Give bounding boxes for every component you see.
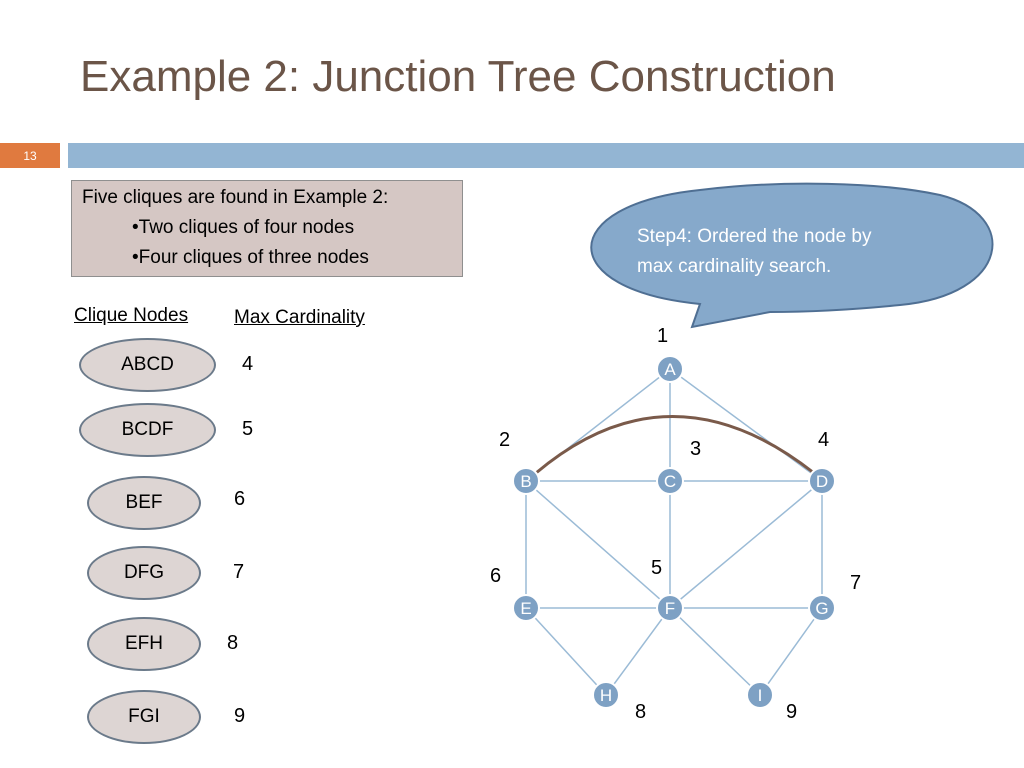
graph-edge-BF — [525, 480, 671, 609]
graph-node-label: D — [816, 472, 828, 491]
cardinality-value: 4 — [242, 353, 254, 375]
note-line: Five cliques are found in Example 2: — [82, 187, 389, 208]
graph-node-H — [592, 681, 620, 709]
clique-node: BEF — [87, 476, 201, 530]
graph-node-F — [656, 594, 684, 622]
cardinality-value: 7 — [233, 561, 245, 583]
max-cardinality-header: Max Cardinality — [234, 307, 365, 328]
graph-node-I — [746, 681, 774, 709]
graph-node-label: B — [520, 472, 531, 491]
graph-node-label: G — [815, 599, 828, 618]
graph-node-A — [656, 355, 684, 383]
callout-text: max cardinality search. — [637, 256, 831, 277]
node-order-label: 1 — [657, 325, 668, 347]
graph-node-label: F — [665, 599, 675, 618]
node-order-label: 5 — [651, 557, 662, 579]
clique-node: BCDF — [79, 403, 216, 457]
highlight-arc — [535, 415, 815, 475]
graph-node-label: I — [758, 686, 763, 705]
graph-node-B — [512, 467, 540, 495]
slide-number: 13 — [0, 143, 60, 168]
cardinality-value: 9 — [234, 705, 246, 727]
graph-node-E — [512, 594, 540, 622]
clique-node: EFH — [87, 617, 201, 671]
graph-node-label: E — [520, 599, 531, 618]
clique-node: FGI — [87, 690, 201, 744]
graph-node-label: H — [600, 686, 612, 705]
graph-node-label: C — [664, 472, 676, 491]
node-order-label: 8 — [635, 701, 646, 723]
graph-node-C — [656, 467, 684, 495]
graph-edge-EH — [525, 607, 607, 696]
callout-text: Step4: Ordered the node by — [637, 226, 872, 247]
graph-edge-FI — [669, 607, 761, 696]
graph-edge-AD — [669, 368, 823, 482]
node-order-label: 9 — [786, 701, 797, 723]
clique-node: DFG — [87, 546, 201, 600]
node-order-label: 4 — [818, 429, 829, 451]
graph-edge-GI — [759, 607, 823, 696]
slide-title: Example 2: Junction Tree Construction — [80, 52, 836, 101]
cardinality-value: 5 — [242, 418, 254, 440]
graph-node-D — [808, 467, 836, 495]
header-bar — [68, 143, 1024, 168]
graph-edge-DF — [669, 480, 823, 609]
cardinality-value: 8 — [227, 632, 239, 654]
cardinality-value: 6 — [234, 488, 246, 510]
callout-bubble — [590, 182, 994, 329]
graph-node-label: A — [664, 360, 676, 379]
graph-edge-FH — [605, 607, 671, 696]
graph-node-G — [808, 594, 836, 622]
note-box: Five cliques are found in Example 2: •Tw… — [71, 180, 463, 277]
clique-nodes-header: Clique Nodes — [74, 305, 189, 326]
node-order-label: 3 — [690, 438, 701, 460]
clique-node: ABCD — [79, 338, 216, 392]
note-bullet: •Two cliques of four nodes — [132, 217, 355, 238]
node-order-label: 2 — [499, 429, 510, 451]
node-order-label: 6 — [490, 565, 501, 587]
note-bullet: •Four cliques of three nodes — [132, 247, 369, 268]
node-order-label: 7 — [850, 572, 861, 594]
